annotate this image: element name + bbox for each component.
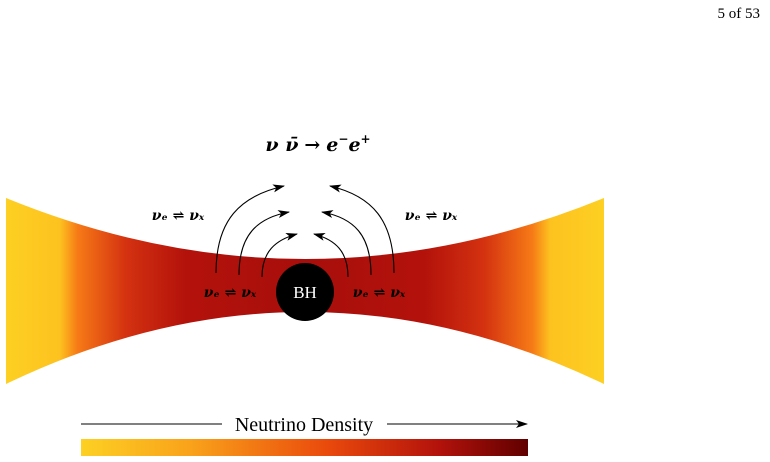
oscillation-label-disk-left: νₑ ⇌ νₓ (204, 285, 257, 301)
reaction-arrow: → (304, 134, 320, 156)
emission-arrow-left-middle (238, 210, 290, 276)
annihilation-reaction: ν ν̄→e−e+ (265, 132, 370, 156)
emission-arrow-right-middle (321, 210, 372, 276)
emission-arrow-left-inner (261, 233, 298, 278)
oscillation-label-disk-right: νₑ ⇌ νₓ (353, 285, 406, 301)
emission-arrow-left-outer (215, 184, 285, 274)
reaction-rhs-2-sup: + (361, 132, 371, 146)
reaction-lhs: ν ν̄ (265, 134, 298, 156)
reaction-rhs-1: e (326, 134, 338, 156)
black-hole (276, 263, 334, 321)
reaction-rhs-2: e (348, 134, 360, 156)
reaction-rhs-1-sup: − (338, 132, 348, 146)
oscillation-label-upper-left: νₑ ⇌ νₓ (152, 208, 205, 224)
oscillation-label-upper-right: νₑ ⇌ νₓ (405, 208, 458, 224)
emission-arrow-right-outer (329, 184, 395, 274)
colorbar-label: Neutrino Density (235, 414, 373, 436)
emission-arrow-right-inner (313, 233, 349, 278)
black-hole-label: BH (293, 283, 317, 302)
page-number: 5 of 53 (717, 6, 761, 22)
neutrino-density-colorbar (81, 439, 528, 456)
